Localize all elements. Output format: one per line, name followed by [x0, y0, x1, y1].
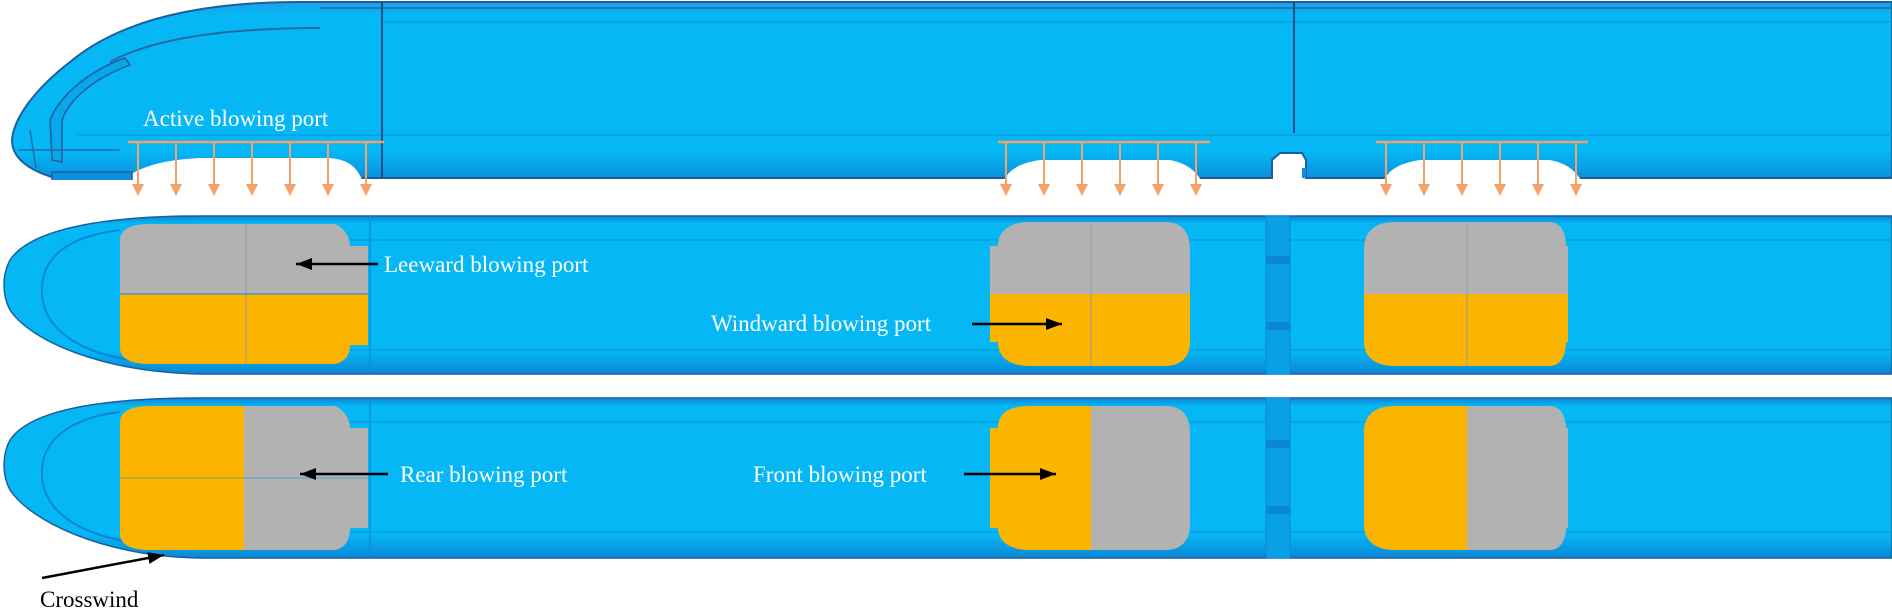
- blow-arrow-head: [1570, 184, 1582, 196]
- windward-port-2: [990, 294, 1190, 366]
- leeward-port-2: [990, 222, 1190, 294]
- nose-outline: [40, 229, 131, 361]
- inter-car-gap-detail: [1266, 440, 1290, 448]
- underframe: [1302, 168, 1306, 178]
- inter-car-gap: [1265, 397, 1291, 559]
- blow-arrow-head: [1076, 184, 1088, 196]
- plan-view-rear-front: Rear blowing port Front blowing port Cro…: [3, 397, 1892, 612]
- label-windward-blowing-port: Windward blowing port: [711, 311, 932, 336]
- blowing-arrows-middle-bogie: [998, 140, 1210, 196]
- blow-arrow-head: [1418, 184, 1430, 196]
- blowing-arrows-rear-bogie: [1376, 140, 1588, 196]
- blow-arrow-head: [1190, 184, 1202, 196]
- label-rear-blowing-port: Rear blowing port: [400, 462, 568, 487]
- arrow-crosswind: [41, 552, 165, 580]
- inter-car-gap-detail: [1266, 256, 1290, 264]
- blow-arrow-head: [246, 184, 258, 196]
- label-front-blowing-port: Front blowing port: [753, 462, 927, 487]
- blow-arrow-head: [284, 184, 296, 196]
- rear-port-6: [1467, 406, 1568, 550]
- blow-arrow-head: [1000, 184, 1012, 196]
- blow-arrow-head: [132, 184, 144, 196]
- leeward-port-1: [120, 224, 368, 294]
- port-group-6: [1364, 406, 1568, 550]
- plan-view-leeward-windward: Leeward blowing port Windward blowing po…: [3, 215, 1892, 375]
- label-leeward-blowing-port: Leeward blowing port: [384, 252, 589, 277]
- inter-car-gap-detail: [1266, 322, 1290, 330]
- windward-port-3: [1364, 294, 1568, 366]
- port-group-2: [990, 222, 1190, 366]
- label-active-blowing-port: Active blowing port: [143, 106, 329, 131]
- inter-car-gap-detail: [1266, 506, 1290, 514]
- port-group-3: [1364, 222, 1568, 366]
- blow-arrow-head: [1038, 184, 1050, 196]
- port-group-1: [120, 224, 368, 364]
- front-port-5: [990, 406, 1091, 550]
- blow-arrow-head: [1456, 184, 1468, 196]
- rear-port-5: [1091, 406, 1190, 550]
- blow-arrow-head: [208, 184, 220, 196]
- blow-arrow-head: [1380, 184, 1392, 196]
- label-crosswind: Crosswind: [40, 587, 139, 612]
- port-group-4: [120, 406, 368, 550]
- blow-arrow-head: [360, 184, 372, 196]
- blow-arrow-head: [170, 184, 182, 196]
- nose-line: [29, 129, 37, 169]
- blow-arrow-head: [1532, 184, 1544, 196]
- nose-outline: [40, 411, 131, 543]
- leeward-port-3: [1364, 222, 1568, 294]
- side-view: Active blowing port: [0, 0, 1892, 196]
- nose-window: [49, 57, 132, 163]
- blow-arrow-head: [1494, 184, 1506, 196]
- inter-car-gap: [1265, 215, 1291, 375]
- port-group-5: [990, 406, 1190, 550]
- blowing-arrows-front-bogie: [128, 140, 384, 196]
- windward-port-1: [120, 294, 368, 364]
- roof-line: [109, 27, 321, 63]
- blow-arrow-head: [1152, 184, 1164, 196]
- blow-arrow-head: [322, 184, 334, 196]
- front-port-6: [1364, 406, 1467, 550]
- blow-arrow-head: [1114, 184, 1126, 196]
